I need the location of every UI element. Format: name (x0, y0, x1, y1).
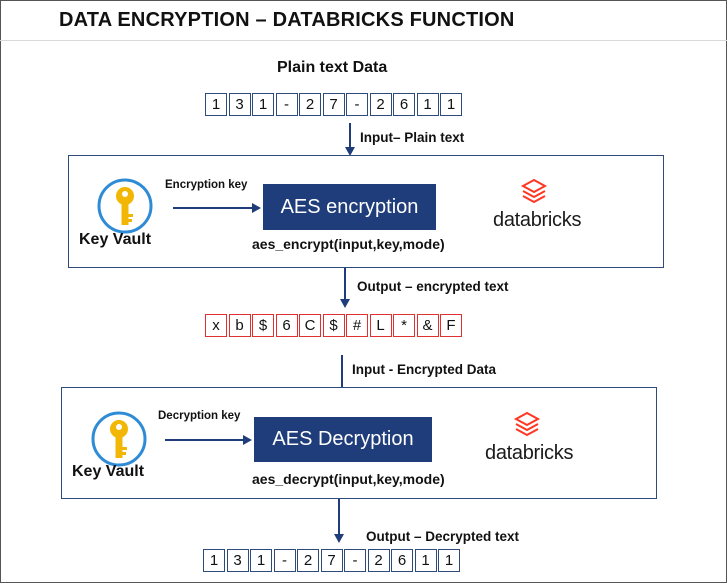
arrow-icon (334, 499, 344, 543)
aes-encryption-box: AES encryption (263, 184, 436, 230)
output-cell: 1 (414, 549, 437, 572)
output-encrypted-label: Output – encrypted text (357, 279, 509, 294)
key-vault-label: Key Vault (79, 231, 152, 248)
databricks-logo-icon (520, 178, 548, 204)
input-cell: - (275, 93, 298, 116)
input-cell: 7 (322, 93, 345, 116)
encryption-key-label: Encryption key (165, 179, 248, 191)
output-cells: 1 3 1 - 2 7 - 2 6 1 1 (203, 549, 462, 572)
databricks-brand: databricks (485, 442, 574, 464)
encrypted-cell: b (228, 314, 251, 337)
output-cell: 2 (367, 549, 390, 572)
encrypted-cell: $ (252, 314, 274, 337)
encrypted-cell: * (393, 314, 415, 337)
input-plain-label: Input– Plain text (360, 130, 465, 145)
output-cell: 3 (226, 549, 249, 572)
databricks-brand: databricks (493, 209, 582, 231)
output-decrypted-label: Output – Decrypted text (366, 529, 520, 544)
aes-decrypt-function: aes_decrypt(input,key,mode) (252, 471, 445, 487)
encrypted-cell: & (416, 314, 439, 337)
arrow-icon (340, 268, 350, 308)
encrypted-cell: # (346, 314, 368, 337)
output-cell: 2 (297, 549, 319, 572)
output-cell: 6 (391, 549, 413, 572)
output-cell: 1 (203, 549, 225, 572)
key-vault-icon (91, 411, 147, 467)
input-cell: 6 (393, 93, 415, 116)
plain-text-heading: Plain text Data (277, 59, 388, 76)
input-cell: 1 (440, 93, 462, 116)
page-title: DATA ENCRYPTION – DATABRICKS FUNCTION (59, 9, 515, 31)
aes-decryption-box: AES Decryption (254, 417, 432, 462)
input-cell: - (346, 93, 368, 116)
input-cell: 1 (252, 93, 274, 116)
arrow-icon (345, 123, 355, 156)
encrypted-cell: $ (322, 314, 345, 337)
title-divider (0, 40, 727, 41)
input-cell: 1 (416, 93, 439, 116)
aes-encrypt-function: aes_encrypt(input,key,mode) (252, 236, 445, 252)
output-cell: 1 (250, 549, 272, 572)
key-vault-label: Key Vault (72, 463, 145, 480)
input-cell: 2 (369, 93, 392, 116)
decryption-key-label: Decryption key (158, 410, 241, 422)
input-encrypted-label: Input - Encrypted Data (352, 362, 497, 377)
encrypted-cell: F (440, 314, 462, 337)
output-cell: - (273, 549, 296, 572)
encrypted-cell: x (205, 314, 227, 337)
encrypted-cell: C (299, 314, 321, 337)
databricks-logo-icon (513, 411, 541, 437)
key-vault-icon (97, 178, 153, 234)
input-cell: 2 (299, 93, 321, 116)
arrow-icon (173, 203, 261, 213)
output-cell: 1 (438, 549, 460, 572)
input-cell: 3 (228, 93, 251, 116)
encrypted-cell: L (369, 314, 392, 337)
encrypted-cell: 6 (275, 314, 298, 337)
input-cell: 1 (205, 93, 227, 116)
arrow-icon (165, 435, 252, 445)
encrypted-cells: x b $ 6 C $ # L * & F (205, 314, 464, 337)
output-cell: - (344, 549, 366, 572)
output-cell: 7 (320, 549, 343, 572)
input-cells: 1 3 1 - 2 7 - 2 6 1 1 (205, 93, 464, 116)
